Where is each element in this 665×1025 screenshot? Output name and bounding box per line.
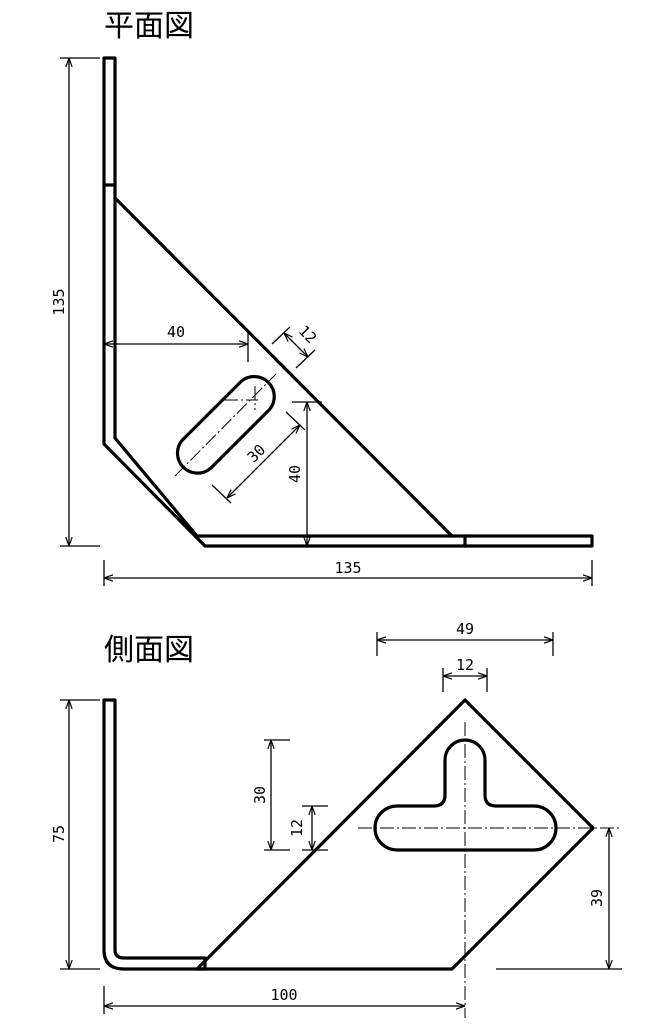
plan-dim-width: 135 — [103, 559, 593, 586]
plan-dim-slot-offset-x: 40 — [104, 323, 249, 362]
plan-dim-slot-length: 30 — [211, 411, 306, 504]
side-view: 側面図 75 100 49 — [50, 620, 622, 1018]
plan-dim-slot-offset-y: 40 — [286, 401, 322, 546]
side-dim-base-width: 100 — [103, 986, 465, 1014]
plan-view-title: 平面図 — [104, 9, 194, 44]
side-view-title: 側面図 — [104, 633, 194, 668]
plan-dim-slot-offset-y-label: 40 — [286, 465, 304, 483]
side-dim-top-width-label: 49 — [456, 620, 474, 638]
side-dim-center-height: 39 — [496, 828, 622, 970]
side-dim-height: 75 — [50, 699, 100, 970]
side-dim-slot-width-vertical-label: 12 — [288, 819, 306, 837]
side-dim-height-label: 75 — [50, 825, 68, 843]
plan-dim-slot-length-label: 30 — [244, 441, 270, 467]
plan-slot — [174, 373, 277, 477]
plan-dim-slot-offset-x-label: 40 — [167, 323, 185, 341]
plan-dim-width-label: 135 — [334, 559, 361, 577]
plan-gusset-diagonal — [113, 196, 454, 538]
side-gusset-outline — [195, 698, 595, 971]
plan-dim-slot-width-label: 12 — [295, 322, 321, 348]
side-t-slot — [373, 738, 558, 852]
plan-bracket-outline — [102, 56, 594, 548]
side-dim-slot-width-label: 12 — [456, 656, 474, 674]
side-dim-slot-length-label: 30 — [251, 786, 269, 804]
side-dim-center-height-label: 39 — [588, 889, 606, 907]
side-dim-base-width-label: 100 — [270, 986, 297, 1004]
side-dim-slot-width: 12 — [442, 656, 488, 692]
side-bracket-outline — [102, 698, 207, 971]
side-dim-slot-length: 30 — [251, 739, 290, 851]
side-dim-slot-width-vertical: 12 — [288, 805, 328, 851]
side-dim-top-width: 49 — [376, 620, 554, 656]
plan-dim-height-label: 135 — [50, 288, 68, 315]
plan-dim-height: 135 — [50, 57, 100, 547]
plan-view: 平面図 135 135 — [50, 9, 594, 586]
